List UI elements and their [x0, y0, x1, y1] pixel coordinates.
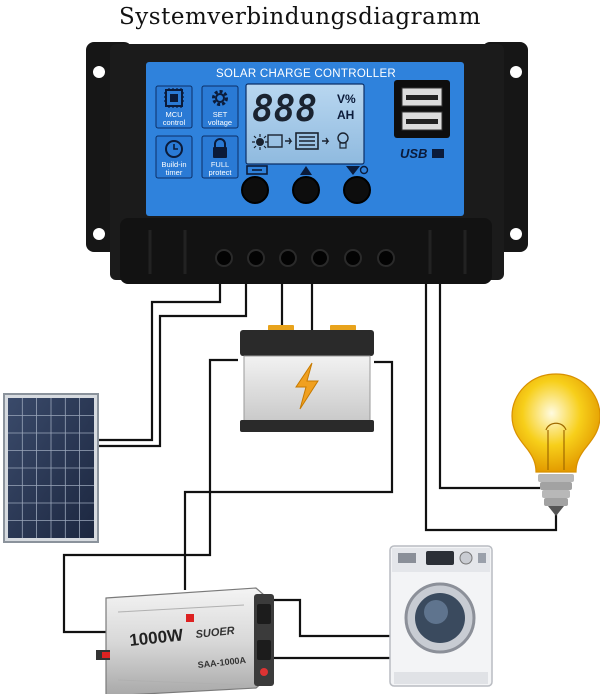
inverter-brand: SUOER: [195, 625, 235, 641]
wire-load-positive: [424, 283, 558, 532]
down-arrow-icon: [346, 165, 369, 175]
washing-machine: [389, 545, 493, 687]
wire-solar-negative: [98, 283, 248, 448]
outlet-socket: [257, 640, 271, 660]
wire-battery-inverter-a: [62, 358, 238, 634]
bulb-icon: [337, 132, 349, 149]
outlet-socket: [257, 604, 271, 624]
light-bulb: [511, 373, 600, 516]
terminal-screw: [215, 249, 233, 267]
down-button[interactable]: [343, 176, 371, 204]
wire-inverter-washer-a: [272, 598, 395, 638]
feature-label-line1: FULL: [211, 160, 229, 169]
lightning-icon: [295, 362, 319, 410]
gear-icon: [212, 90, 228, 106]
up-arrow-icon: [300, 166, 312, 175]
controller-header: SOLAR CHARGE CONTROLLER: [216, 68, 396, 80]
wiring: [62, 283, 558, 660]
feature-label-line2: control: [163, 118, 186, 127]
menu-icon: [246, 165, 268, 175]
feature-label-line2: timer: [166, 168, 183, 177]
lcd-unit-bottom: AH: [337, 108, 354, 122]
arrow-icon: [285, 137, 293, 145]
terminal-screw: [247, 249, 265, 267]
usb-symbol-icon: [432, 149, 444, 158]
solar-panel: [3, 393, 99, 543]
lcd-digits: 888: [252, 89, 317, 130]
arrow-icon: [322, 137, 330, 145]
mounting-hole: [510, 228, 522, 240]
chip-icon: [164, 88, 184, 108]
mounting-hole: [93, 66, 105, 78]
mounting-hole: [510, 66, 522, 78]
usb-label: USB: [400, 146, 427, 161]
terminal-screw: [279, 249, 297, 267]
lock-icon: [213, 138, 227, 158]
feature-build-in-timer: Build-in timer: [155, 135, 193, 179]
feature-label-line1: MCU: [165, 110, 182, 119]
feature-label-line2: protect: [209, 168, 233, 177]
battery-icon: [295, 132, 319, 150]
up-button[interactable]: [292, 176, 320, 204]
mounting-hole: [93, 228, 105, 240]
solar-charge-controller: SOLAR CHARGE CONTROLLER MCU control SET …: [86, 42, 528, 284]
wire-solar-positive: [98, 283, 222, 442]
feature-mcu-control: MCU control: [155, 85, 193, 129]
menu-button[interactable]: [241, 176, 269, 204]
wire-load-negative: [438, 283, 540, 490]
power-inverter: 1000W SUOER SAA-1000A: [96, 587, 274, 694]
terminal-screw: [311, 249, 329, 267]
feature-set-voltage: SET voltage: [201, 85, 239, 129]
terminal-screws: [215, 249, 395, 267]
diagram-title: Systemverbindungsdiagramm: [119, 4, 481, 30]
terminal-screw: [377, 249, 395, 267]
lcd-flow-icons: [252, 132, 349, 150]
lcd-unit-top: V%: [337, 92, 356, 106]
sun-icon: [252, 134, 268, 150]
lcd-display: 888 V% AH: [245, 83, 365, 165]
battery: [240, 325, 374, 432]
feature-full-protect: FULL protect: [201, 135, 239, 179]
feature-label-line1: SET: [213, 110, 228, 119]
warning-icon: [186, 614, 194, 622]
clock-icon: [165, 140, 183, 158]
terminal-screw: [344, 249, 362, 267]
feature-label-line2: voltage: [208, 118, 232, 127]
panel-icon: [267, 134, 283, 148]
usb-ports: USB: [394, 80, 450, 161]
feature-label-line1: Build-in: [161, 160, 186, 169]
wire-battery-inverter-b: [183, 360, 394, 590]
terminal-block: [120, 218, 492, 284]
